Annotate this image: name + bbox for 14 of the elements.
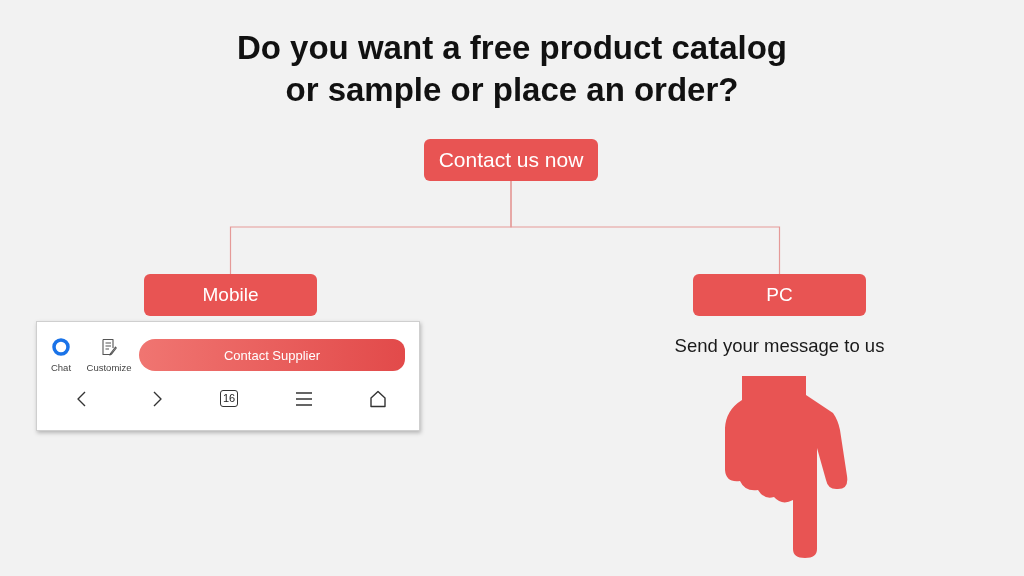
tab-counter: 16 — [220, 390, 238, 407]
label-box — [424, 139, 598, 181]
label-box — [693, 274, 866, 316]
node-label: PC — [766, 284, 793, 306]
label-box — [144, 274, 317, 316]
customize-button: Customize — [81, 338, 137, 373]
mobile-toolbar-panel — [36, 321, 420, 431]
contact-button: Contact Supplier — [139, 339, 405, 371]
node-label: Contact us now — [438, 148, 584, 172]
node-label: Send your message to us — [673, 335, 886, 357]
node-label: Mobile — [202, 284, 259, 306]
connector-line — [510, 180, 781, 275]
chat-button: Chat — [43, 338, 79, 373]
title: Do you want a free product catalog or sample or place an order? — [235, 28, 789, 110]
